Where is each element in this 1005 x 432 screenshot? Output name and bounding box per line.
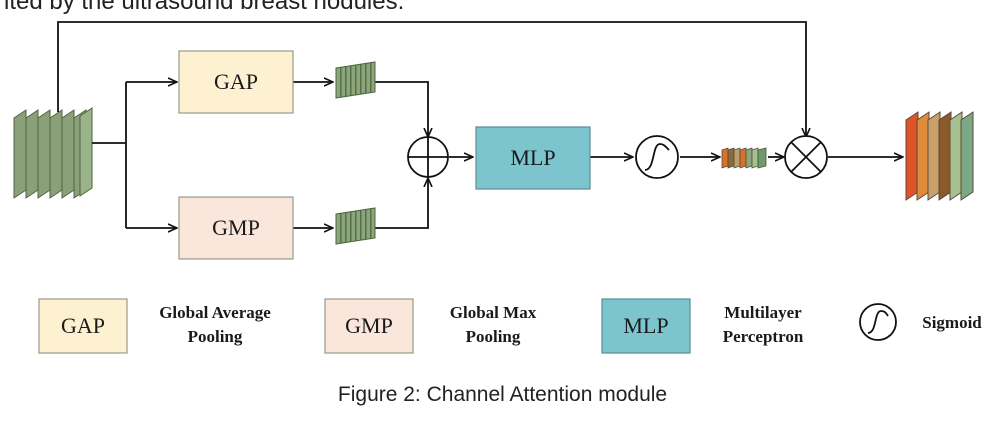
gap-pooled-vector bbox=[335, 61, 376, 99]
cropped-header-text: ited by the ultrasound breast nodules. bbox=[4, 0, 405, 15]
legend-sigmoid-icon bbox=[859, 303, 897, 341]
legend-mlp-desc-line2: Perceptron bbox=[723, 327, 804, 346]
skip-connection-arrow bbox=[57, 21, 806, 137]
figure-caption: Figure 2: Channel Attention module bbox=[337, 383, 668, 406]
gap-label: GAP bbox=[214, 69, 258, 94]
gap-block: GAP bbox=[178, 50, 294, 114]
channel-weight-vector bbox=[721, 147, 767, 169]
output-feature-map bbox=[905, 111, 974, 201]
legend-gmp-desc-line1: Global Max bbox=[450, 303, 537, 322]
legend-gmp-desc-line2: Pooling bbox=[466, 327, 521, 346]
legend-gap-box-label: GAP bbox=[61, 313, 105, 338]
arrow-top-vector-to-sum bbox=[375, 81, 428, 137]
gmp-block: GMP bbox=[178, 196, 294, 260]
elementwise-multiply-icon bbox=[784, 135, 828, 179]
legend-mlp-box-label: MLP bbox=[623, 313, 668, 338]
legend-sigmoid-label: Sigmoid bbox=[922, 313, 982, 332]
legend-gap-desc-line2: Pooling bbox=[188, 327, 243, 346]
legend-mlp: MLP Multilayer Perceptron bbox=[601, 298, 804, 354]
legend-gap-desc-line1: Global Average bbox=[159, 303, 271, 322]
legend-gap: GAP Global Average Pooling bbox=[38, 298, 271, 354]
legend-gmp-box-label: GMP bbox=[345, 313, 393, 338]
mlp-label: MLP bbox=[510, 145, 555, 170]
legend-mlp-desc-line1: Multilayer bbox=[724, 303, 802, 322]
gmp-label: GMP bbox=[212, 215, 260, 240]
legend: GAP Global Average Pooling GMP Global Ma… bbox=[38, 298, 982, 354]
arrow-bottom-vector-to-sum bbox=[375, 178, 428, 229]
legend-sigmoid: Sigmoid bbox=[859, 303, 982, 341]
legend-gmp: GMP Global Max Pooling bbox=[324, 298, 537, 354]
connectors bbox=[57, 21, 903, 229]
mlp-block: MLP bbox=[475, 126, 591, 190]
elementwise-sum-icon bbox=[407, 136, 449, 178]
gmp-pooled-vector bbox=[335, 207, 376, 245]
input-feature-map bbox=[13, 107, 93, 199]
sigmoid-icon bbox=[635, 135, 679, 179]
